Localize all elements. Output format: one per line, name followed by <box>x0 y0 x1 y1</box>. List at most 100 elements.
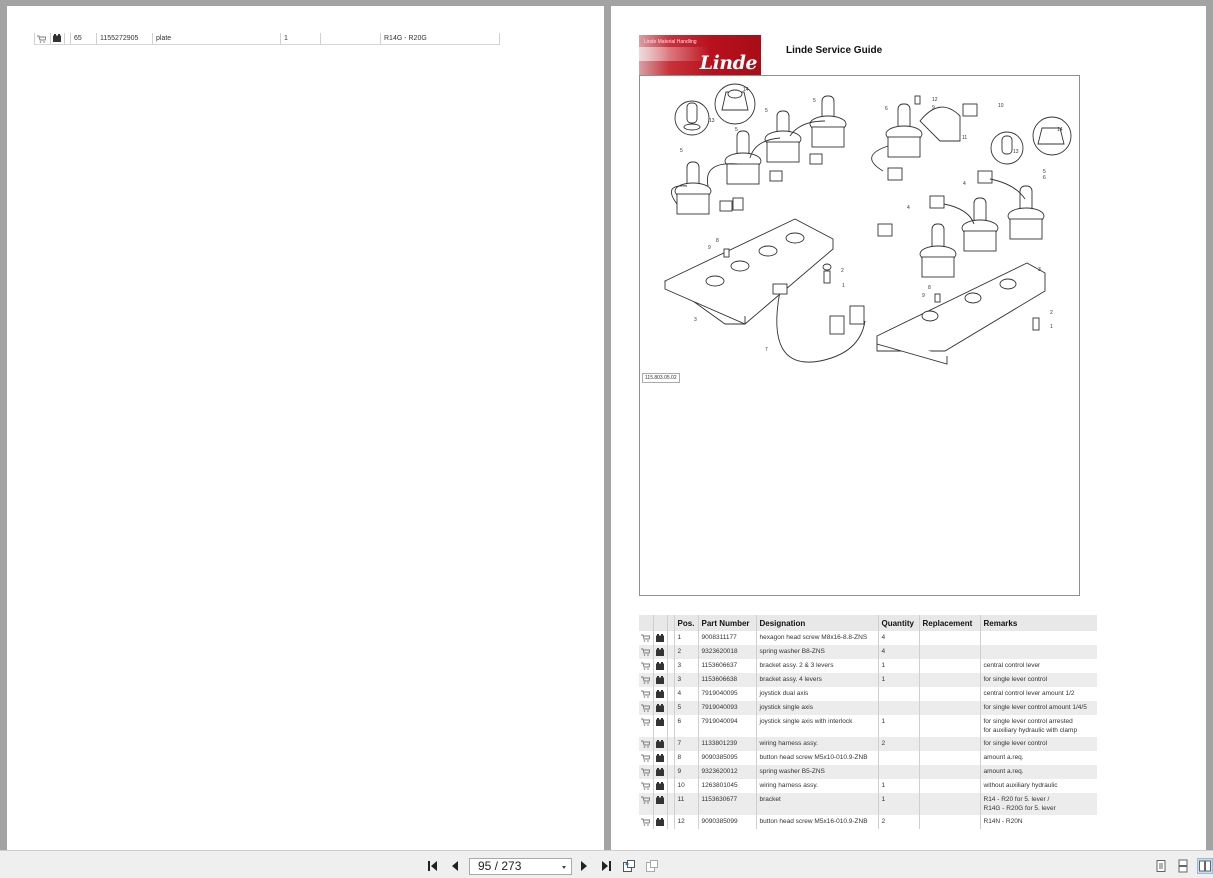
go-back-view-button[interactable] <box>622 859 636 873</box>
designation-cell: button head screw M5x16-010.9-ZNB <box>755 815 878 829</box>
first-page-button[interactable] <box>426 859 440 873</box>
remarks-line: for single lever control amount 1/4/5 <box>983 704 1087 711</box>
designation-cell: bracket assy. 4 levers <box>755 673 878 687</box>
add-to-cart-button[interactable] <box>639 779 653 793</box>
single-page-view-button[interactable] <box>1154 859 1168 873</box>
next-page-button[interactable] <box>577 859 591 873</box>
first-page-icon <box>428 861 437 871</box>
cart-icon <box>641 754 651 764</box>
two-page-view-button[interactable] <box>1197 858 1213 874</box>
parts-box-button[interactable] <box>652 701 667 715</box>
part-number-cell: 7919040095 <box>697 687 756 701</box>
logo-tagline: Linde Material Handling <box>644 39 697 45</box>
box-icon <box>655 648 664 658</box>
svg-text:13: 13 <box>709 118 715 124</box>
pos-cell: 8 <box>673 751 698 765</box>
next-page-icon <box>581 861 587 871</box>
remarks-line: central control lever amount 1/2 <box>983 690 1075 697</box>
add-to-cart-button[interactable] <box>639 715 653 737</box>
page-title: Linde Service Guide <box>786 45 883 56</box>
parts-box-button[interactable] <box>652 659 667 673</box>
parts-box-button[interactable] <box>652 779 667 793</box>
quantity-cell <box>877 701 919 715</box>
pos-cell: 2 <box>673 645 698 659</box>
remarks-cell: central control lever amount 1/2 <box>979 687 1097 701</box>
parts-box-button[interactable] <box>652 751 667 765</box>
box-icon <box>655 662 664 672</box>
add-to-cart-button[interactable] <box>639 751 653 765</box>
cart-icon <box>641 818 651 828</box>
pos-cell: 3 <box>673 659 698 673</box>
parts-box-button[interactable] <box>50 33 64 45</box>
pos-cell: 9 <box>673 765 698 779</box>
quantity-cell: 1 <box>877 659 919 673</box>
table-row: 65 1155272905 plate 1 R14G - R20G <box>34 33 500 45</box>
svg-text:2: 2 <box>841 268 844 274</box>
remarks-cell <box>979 631 1097 645</box>
add-to-cart-button[interactable] <box>639 673 653 687</box>
continuous-view-button[interactable] <box>1176 859 1190 873</box>
svg-text:5: 5 <box>680 148 683 154</box>
svg-text:12: 12 <box>932 97 938 103</box>
add-to-cart-button[interactable] <box>639 687 653 701</box>
remarks-cell: R14 - R20 for 5. lever /R14G - R20G for … <box>979 793 1097 815</box>
add-to-cart-button[interactable] <box>639 701 653 715</box>
box-icon <box>655 704 664 714</box>
svg-text:1: 1 <box>842 283 845 289</box>
box-icon <box>655 782 664 792</box>
add-to-cart-button[interactable] <box>639 737 653 751</box>
quantity-cell: 1 <box>877 779 919 793</box>
go-forward-view-icon <box>646 860 658 872</box>
parts-box-button[interactable] <box>652 765 667 779</box>
add-to-cart-button[interactable] <box>639 793 653 815</box>
add-to-cart-button[interactable] <box>639 631 653 645</box>
last-page-button[interactable] <box>599 859 613 873</box>
cart-icon <box>641 634 651 644</box>
part-number-cell: 9090385095 <box>697 751 756 765</box>
parts-box-button[interactable] <box>652 687 667 701</box>
pos-cell: 12 <box>673 815 698 829</box>
cart-icon <box>641 718 651 728</box>
last-page-icon <box>602 861 611 871</box>
replacement-cell <box>320 33 380 45</box>
cart-icon <box>641 690 651 700</box>
svg-text:9: 9 <box>708 245 711 251</box>
part-number-cell: 1155272905 <box>96 33 152 45</box>
header-part-number: Part Number <box>697 615 756 631</box>
parts-box-button[interactable] <box>652 715 667 737</box>
parts-box-button[interactable] <box>652 793 667 815</box>
svg-text:4: 4 <box>907 205 910 211</box>
remarks-cell: without auxiliary hydraulic <box>979 779 1097 793</box>
page-number-dropdown[interactable]: 95 / 273 <box>469 858 572 875</box>
parts-box-button[interactable] <box>652 737 667 751</box>
quantity-cell <box>877 751 919 765</box>
remarks-line: without auxiliary hydraulic <box>983 782 1058 789</box>
add-to-cart-button[interactable] <box>639 659 653 673</box>
part-number-cell: 9008311177 <box>697 631 756 645</box>
parts-box-button[interactable] <box>652 645 667 659</box>
remarks-cell: amount a.req. <box>979 751 1097 765</box>
add-to-cart-button[interactable] <box>639 645 653 659</box>
add-to-cart-button[interactable] <box>639 815 653 829</box>
pos-cell: 10 <box>673 779 698 793</box>
remarks-cell: for single lever control <box>979 673 1097 687</box>
svg-text:10: 10 <box>998 103 1004 109</box>
remarks-line: for single lever control <box>983 740 1048 747</box>
svg-text:7: 7 <box>765 347 768 353</box>
box-icon <box>53 34 61 43</box>
replacement-cell <box>918 645 980 659</box>
box-icon <box>655 754 664 764</box>
left-page: 65 1155272905 plate 1 R14G - R20G <box>7 6 604 850</box>
add-to-cart-button[interactable] <box>639 765 653 779</box>
parts-box-button[interactable] <box>652 631 667 645</box>
add-to-cart-button[interactable] <box>34 33 50 45</box>
remarks-line: R14G - R20G for 5. lever <box>983 805 1056 812</box>
parts-box-button[interactable] <box>652 815 667 829</box>
previous-page-button[interactable] <box>448 859 462 873</box>
go-forward-view-button[interactable] <box>645 859 659 873</box>
svg-text:9: 9 <box>932 105 935 111</box>
parts-box-button[interactable] <box>652 673 667 687</box>
